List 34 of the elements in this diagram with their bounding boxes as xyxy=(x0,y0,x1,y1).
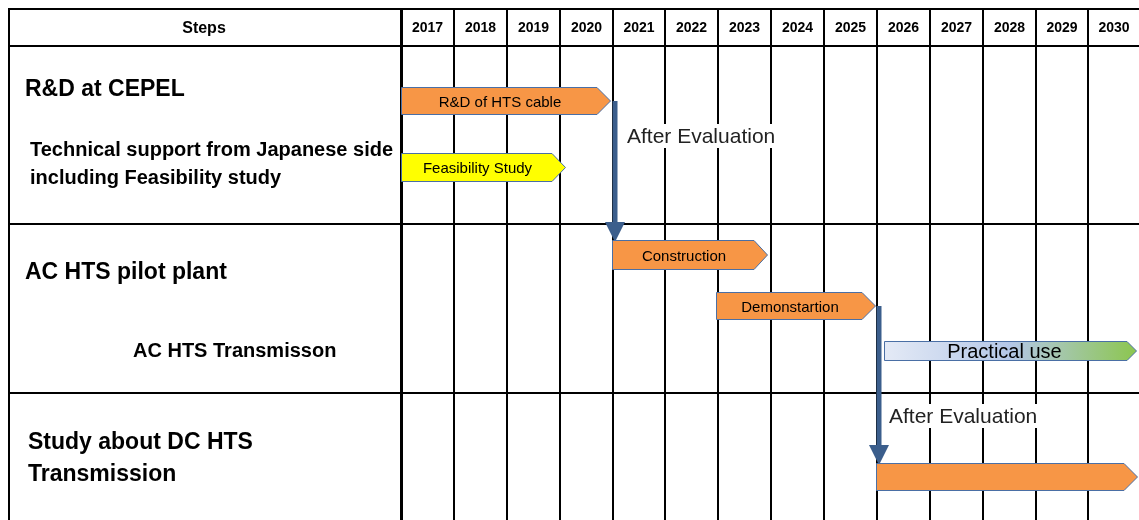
step-label: Study about DC HTS Transmission xyxy=(28,427,254,489)
bar-label: Demonstartion xyxy=(741,298,840,314)
bar-label: R&D of HTS cable xyxy=(438,93,563,109)
year-header: 2024 xyxy=(780,18,815,37)
step-label: AC HTS pilot plant xyxy=(25,257,228,286)
year-header: 2025 xyxy=(833,18,868,37)
step-label: AC HTS Transmisson xyxy=(133,338,338,363)
year-header: 2027 xyxy=(939,18,974,37)
arrow-bar xyxy=(612,240,768,270)
step-label: R&D at CEPEL xyxy=(25,74,186,103)
year-header: 2023 xyxy=(727,18,762,37)
arrow-bar xyxy=(876,463,1138,491)
year-header: 2026 xyxy=(886,18,921,37)
year-header: 2029 xyxy=(1045,18,1079,37)
year-header: 2017 xyxy=(410,18,445,37)
year-header: 2028 xyxy=(992,18,1027,37)
arrow-bar xyxy=(884,341,1137,361)
arrow xyxy=(869,306,889,465)
arrow-bar xyxy=(401,87,611,115)
arrow xyxy=(605,101,625,242)
step-label: Technical support from Japanese side including Feasibility study xyxy=(30,137,395,190)
bar-label: Practical use xyxy=(947,341,1063,361)
bar-label: Feasibility Study xyxy=(422,160,534,175)
year-header: 2019 xyxy=(516,18,551,37)
year-header: 2021 xyxy=(622,18,656,37)
arrow-bar xyxy=(716,292,876,320)
year-header: 2030 xyxy=(1097,18,1131,37)
year-header: 2018 xyxy=(463,18,498,37)
column-header: Steps xyxy=(181,18,227,38)
bar-label: Construction xyxy=(641,247,728,263)
arrow-bar xyxy=(401,153,566,182)
edge-label: After Evaluation xyxy=(887,404,1040,428)
year-header: 2020 xyxy=(569,18,604,37)
year-header: 2022 xyxy=(674,18,709,37)
